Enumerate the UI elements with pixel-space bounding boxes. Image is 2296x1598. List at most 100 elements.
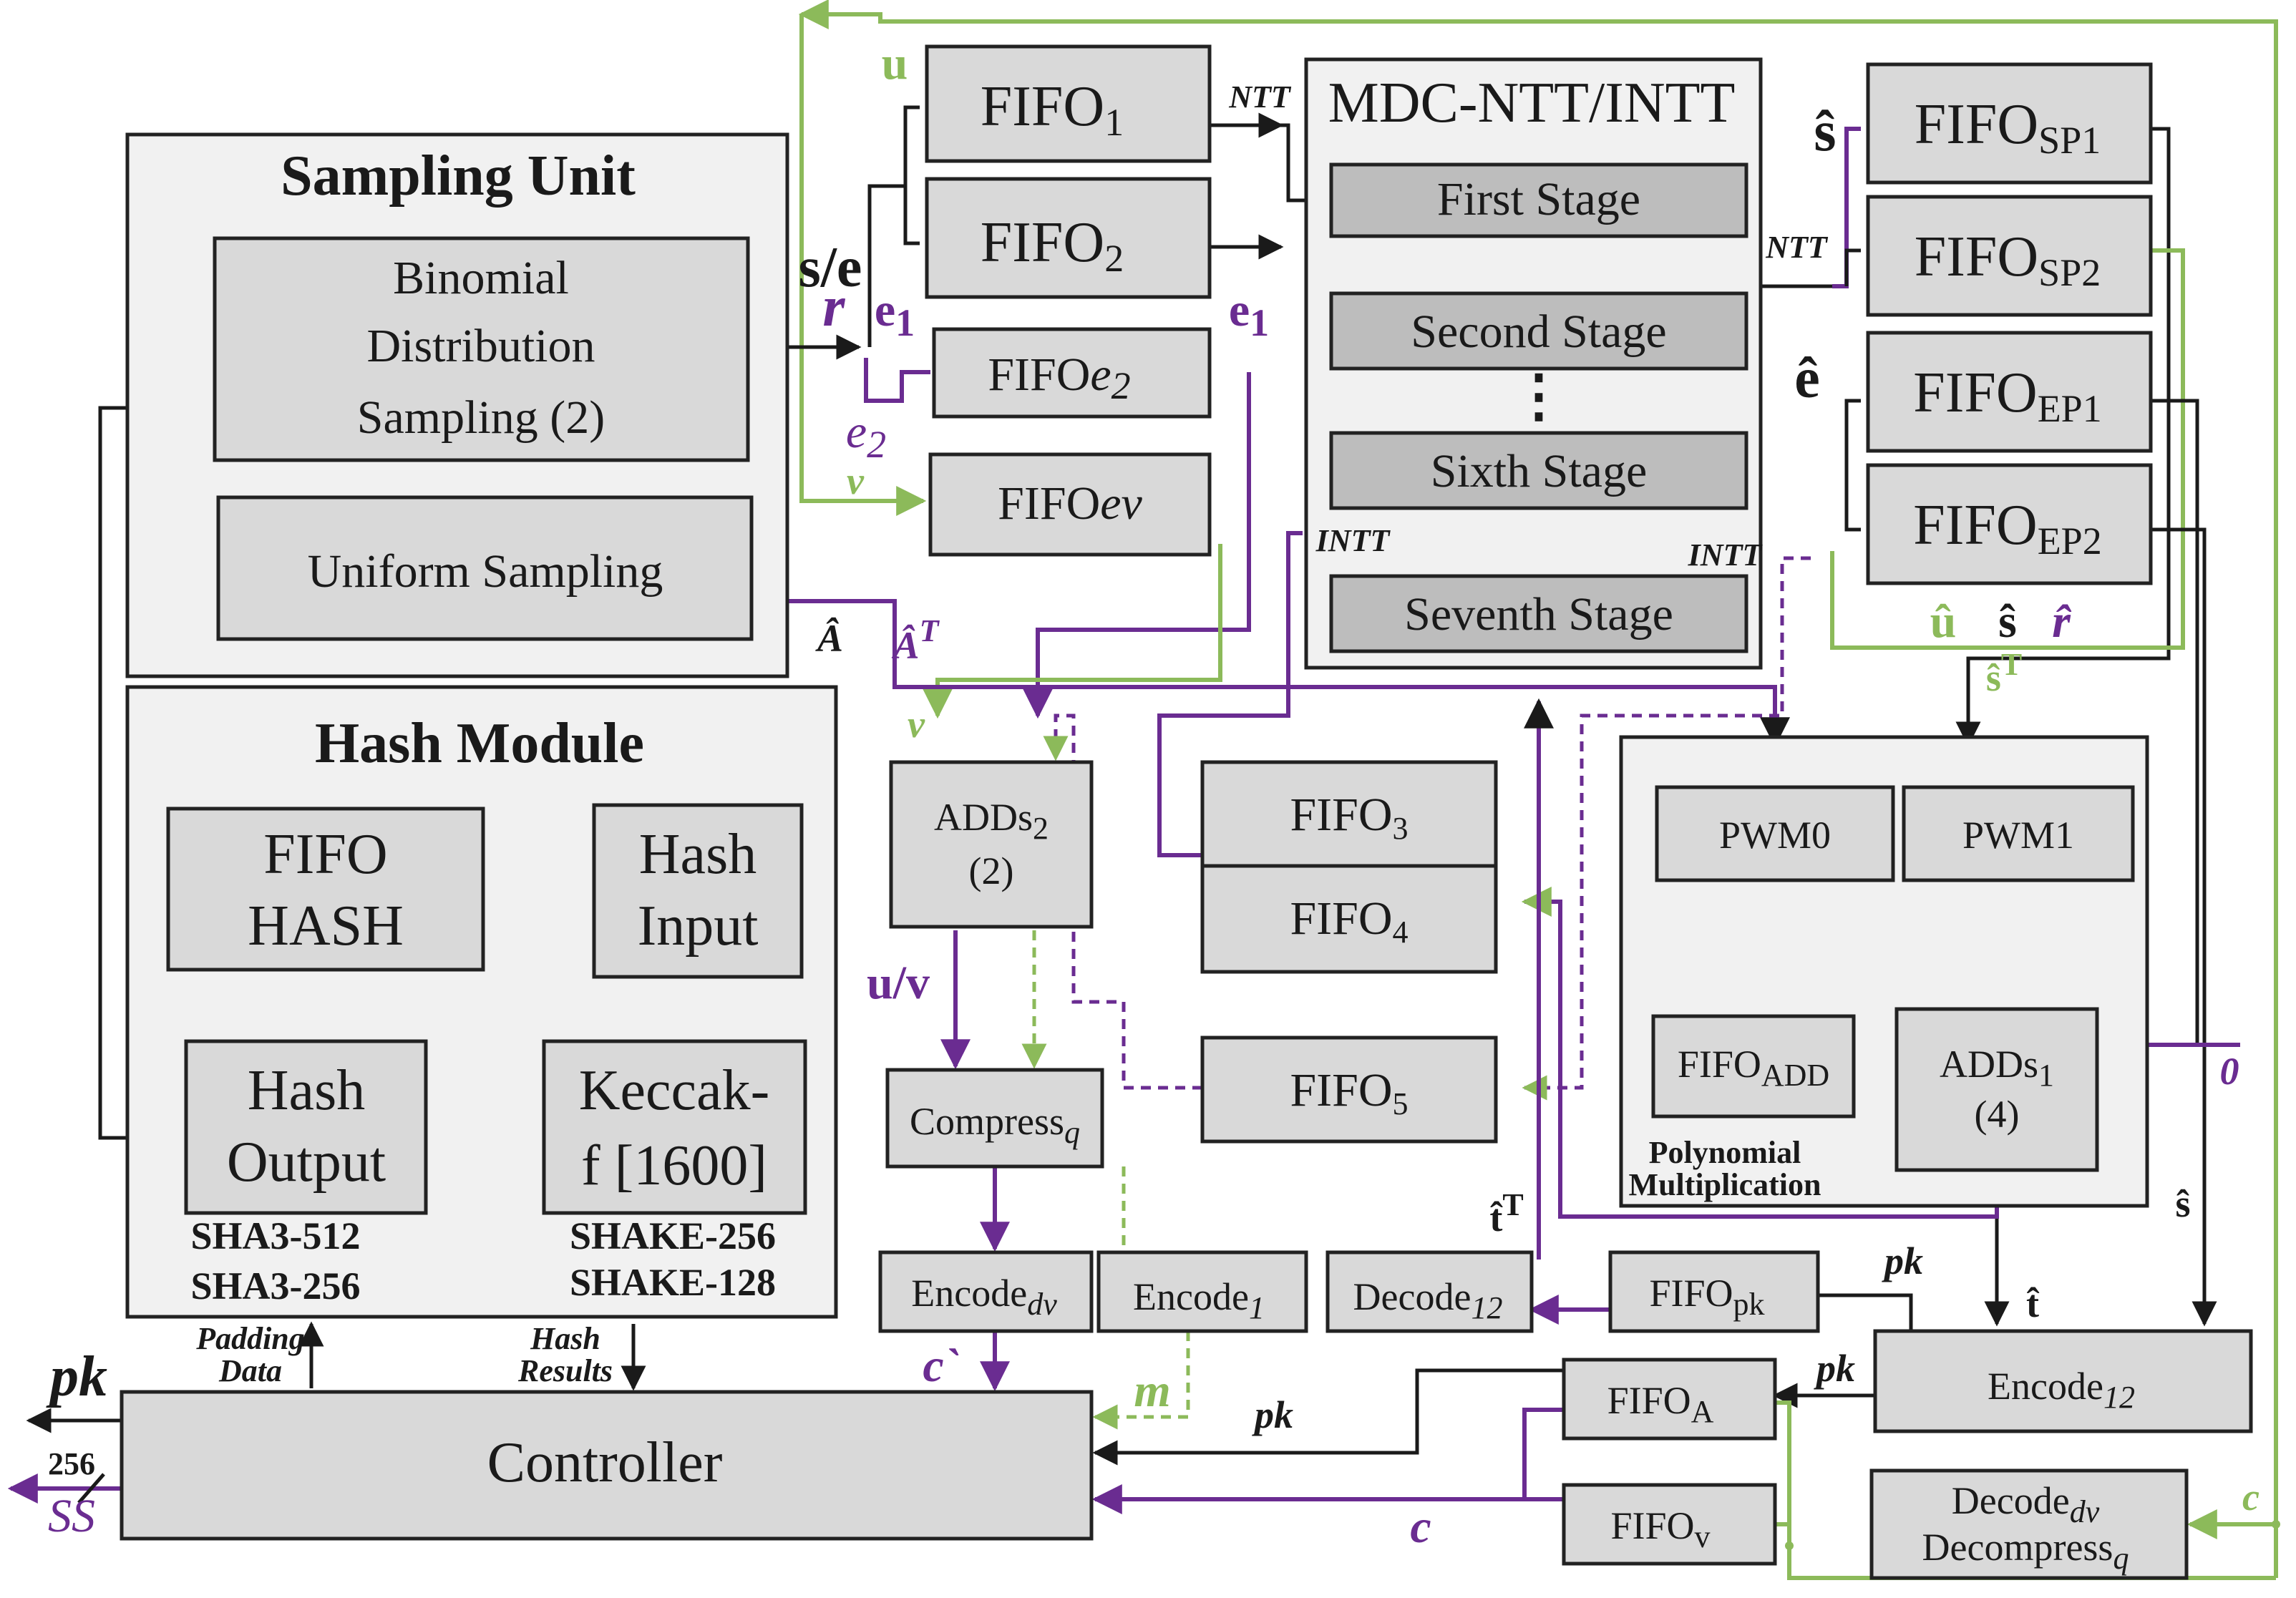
- fifos-fifo2-sub-label: 2: [1104, 237, 1124, 280]
- ntt-stage-1-label: First Stage: [1437, 173, 1640, 225]
- hash-output-label-1: Hash: [248, 1059, 365, 1122]
- ops-adds2-label: ADDs: [934, 796, 1033, 839]
- ops-encode-12-label: Encode: [1988, 1365, 2103, 1408]
- controller: Controller pk SS 256: [46, 1345, 1094, 1542]
- fifos-pk-label: FIFO: [1649, 1272, 1733, 1315]
- fifos-fifoe2-it-label: e: [1090, 349, 1111, 401]
- fifos-fifo4-label: FIFO: [1290, 892, 1392, 945]
- signal-labels: u s/e r e1 e1 e2 v NTT NTT INTT INTT ŝ ê…: [799, 37, 2259, 1553]
- binomial-label-1: Binomial: [393, 252, 569, 304]
- block-label-24: e1: [875, 284, 915, 344]
- sig-v-green: v: [908, 703, 925, 746]
- sig-a-hat: Â: [815, 617, 843, 660]
- fifos-fifo4-sub-label: 4: [1393, 915, 1409, 950]
- encode-dv-block: [878, 1250, 1094, 1333]
- ntt-stage-2-label: Second Stage: [1411, 306, 1666, 358]
- ops-decode-12-sub-label: 12: [1471, 1290, 1502, 1325]
- fifo-ep1-block: [1866, 331, 2153, 453]
- pwm1-block: [1902, 785, 2135, 882]
- polymul-adds1-label: ADDs: [1940, 1043, 2038, 1086]
- ops-decode-12-label: Decode: [1353, 1275, 1472, 1318]
- sha3-512-label: SHA3-512: [190, 1214, 360, 1257]
- signals-e1-b-sub-label: 1: [1250, 301, 1269, 344]
- fifo-a-block: [1562, 1358, 1777, 1441]
- results-label-2: Results: [517, 1353, 613, 1388]
- uniform-sampling-label: Uniform Sampling: [308, 545, 663, 598]
- block-label-28: ŝT: [1986, 647, 2022, 699]
- fifos-ep2-label: FIFO: [1913, 494, 2037, 557]
- pwm0-label: PWM0: [1719, 814, 1831, 857]
- block-label-8: ADDs2: [934, 796, 1049, 846]
- ntt-stage-2: [1329, 291, 1748, 371]
- sig-e-hat: ê: [1794, 347, 1820, 410]
- fifo1-block: [925, 44, 1212, 163]
- hash-input-label-1: Hash: [639, 823, 757, 886]
- ops-decode-dv-1-label: Decode: [1952, 1479, 2070, 1522]
- ops-compress-sub-label: q: [1064, 1115, 1080, 1150]
- polymul-label-1: Polynomial: [1649, 1135, 1801, 1170]
- fifo-group-right: FIFOSP1 FIFOSP2 FIFOEP1 FIFOEP2: [1866, 62, 2153, 585]
- pk-output-label: pk: [46, 1345, 107, 1408]
- fifos-sp2-sub-label: SP2: [2038, 251, 2101, 294]
- block-label-26: e2: [846, 406, 886, 466]
- keccak-label-2: f [1600]: [581, 1134, 767, 1197]
- shake-128-label: SHAKE-128: [570, 1261, 776, 1304]
- sampling-unit-title: Sampling Unit: [281, 145, 636, 208]
- fifos-v-label: FIFO: [1610, 1504, 1694, 1547]
- fifo-hash-label-2: HASH: [248, 895, 404, 958]
- decode-decompress-block: [1869, 1468, 2189, 1580]
- sig-pk-b: pk: [1814, 1347, 1855, 1390]
- results-label-1: Hash: [530, 1321, 600, 1356]
- block-label-21: Decompressq: [1922, 1526, 2129, 1576]
- fifos-fifoe2-label: FIFO: [988, 349, 1090, 401]
- binomial-sampling-block: [213, 236, 750, 462]
- binomial-label-3: Sampling (2): [357, 391, 605, 444]
- ops-compress-label: Compress: [910, 1100, 1064, 1143]
- fifo-ev-block: [928, 452, 1212, 557]
- ops-encode-1-sub-label: 1: [1249, 1290, 1265, 1325]
- fifos-sp2-label: FIFO: [1915, 225, 2038, 288]
- fifos-sp1-sub-label: SP1: [2038, 119, 2101, 162]
- block-label-12: Compressq: [910, 1100, 1080, 1150]
- fifos-v-sub-label: v: [1695, 1519, 1711, 1554]
- ops-decompress-label: Decompress: [1922, 1526, 2113, 1569]
- ops-encode-1-label: Encode: [1133, 1275, 1249, 1318]
- block-label-17: Encode12: [1988, 1365, 2135, 1415]
- fifo-sp1-block: [1866, 62, 2153, 185]
- adds1-count: (4): [1975, 1093, 2020, 1136]
- block-label-11: FIFO5: [1290, 1064, 1408, 1121]
- signals-a-hat-t-sup-label: T: [920, 613, 940, 648]
- fifo4-block: [1200, 864, 1498, 974]
- block-label-2: FIFOe2: [988, 349, 1130, 407]
- hash-output-block: [184, 1039, 428, 1215]
- hash-module: Hash Module FIFO HASH Hash Input Hash Ou…: [125, 685, 838, 1388]
- controller-label: Controller: [487, 1431, 723, 1494]
- sig-r-hat: r̂: [2052, 595, 2072, 648]
- sig-s-hat-c: ŝ: [2175, 1182, 2190, 1225]
- fifos-ep2-sub-label: EP2: [2038, 520, 2102, 562]
- sig-c-prime: c`: [923, 1340, 959, 1392]
- ntt-stage-7-label: Seventh Stage: [1404, 588, 1673, 640]
- sig-t-hat: t̂: [2026, 1282, 2040, 1325]
- ss-width-label: 256: [48, 1446, 95, 1481]
- block-label-25: e1: [1229, 284, 1269, 344]
- sig-u: u: [882, 37, 908, 89]
- signals-e2-label: e: [846, 406, 867, 458]
- adds1-block: [1894, 1007, 2099, 1172]
- ntt-stage-7: [1329, 574, 1748, 653]
- ntt-stage-6-label: Sixth Stage: [1431, 445, 1648, 497]
- fifos-a-label: FIFO: [1607, 1379, 1691, 1422]
- fifos-sp1-label: FIFO: [1915, 93, 2038, 156]
- binomial-label-2: Distribution: [366, 320, 595, 372]
- fifo-hash-label-1: FIFO: [263, 823, 387, 886]
- sha3-256-label: SHA3-256: [190, 1265, 360, 1307]
- hash-module-title: Hash Module: [315, 712, 644, 775]
- decode-12-block: [1325, 1250, 1534, 1333]
- fifos-fifo1-sub-label: 1: [1104, 101, 1124, 144]
- block-label-23: ADDs1: [1940, 1043, 2054, 1093]
- fifos-add-sub-label: ADD: [1761, 1058, 1829, 1093]
- ss-output-label: SS: [48, 1490, 95, 1542]
- fifo-add-block: [1651, 1014, 1856, 1119]
- block-label-13: Encodedv: [911, 1272, 1057, 1322]
